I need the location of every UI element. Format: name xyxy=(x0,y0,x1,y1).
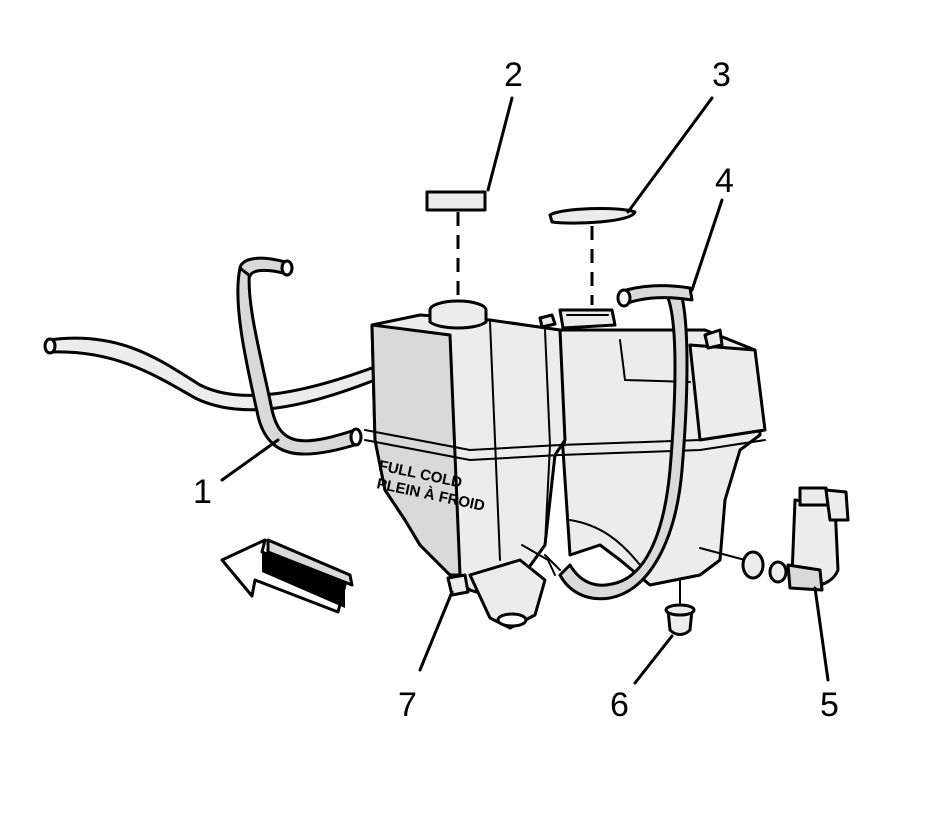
front-arrow-icon xyxy=(220,538,354,614)
hose-1 xyxy=(236,256,363,456)
clip-item-7 xyxy=(446,573,470,597)
hose-4 xyxy=(544,284,694,601)
callout-4: 4 xyxy=(715,162,734,200)
callout-7: 7 xyxy=(398,686,417,724)
callout-1: 1 xyxy=(193,473,212,511)
grommet-item-3 xyxy=(548,206,637,305)
callout-2: 2 xyxy=(504,56,523,94)
callout-3: 3 xyxy=(712,56,731,94)
leader-lines xyxy=(220,96,830,685)
reservoir-tank: FULL COLD PLEIN À FROID xyxy=(364,299,767,630)
callout-6: 6 xyxy=(610,686,629,724)
rear-hose xyxy=(43,336,382,412)
washer-pump-item-5 xyxy=(699,486,850,592)
cap-item-2 xyxy=(425,190,487,300)
callout-5: 5 xyxy=(820,686,839,724)
fastener-item-6 xyxy=(664,579,696,636)
